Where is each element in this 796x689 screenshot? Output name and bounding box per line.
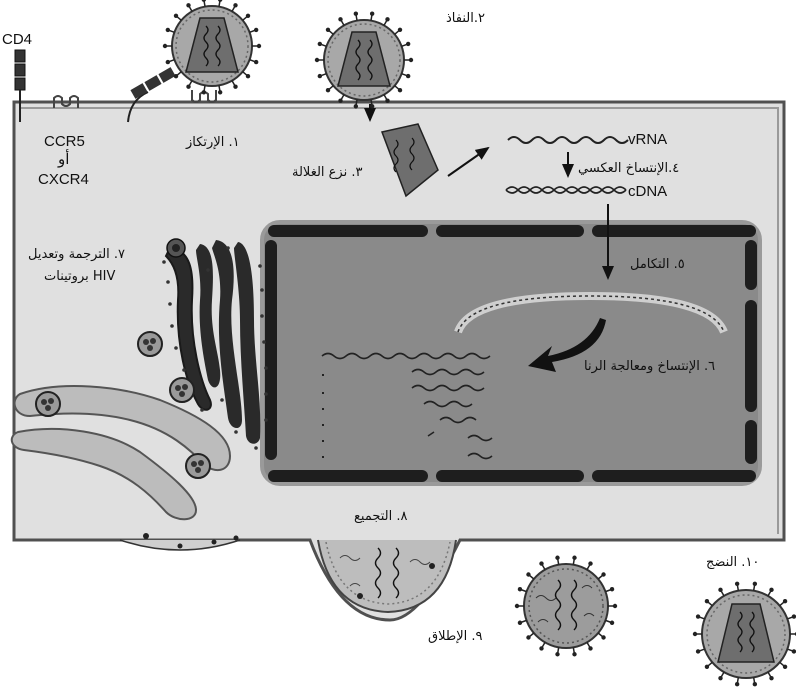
label-step7-line1: ٧. الترجمة وتعديل — [28, 247, 125, 262]
label-step7-line2: بروتينات HIV — [44, 269, 115, 284]
cd4-receptor — [14, 49, 26, 122]
label-step4: ٤.الإنتساخ العكسي — [578, 161, 679, 176]
nuclear-envelope — [265, 225, 757, 482]
label-step2: ٢.النفاذ — [446, 11, 485, 26]
virion-spikes — [314, 11, 414, 109]
label-vrna: vRNA — [628, 131, 667, 148]
label-step10: ١٠. النضج — [706, 555, 759, 570]
vesicle — [185, 453, 211, 479]
label-step6: ٦. الإنتساخ ومعالجة الرنا — [584, 359, 715, 374]
label-or: أو — [57, 149, 69, 168]
mature-virion — [701, 589, 791, 679]
label-cxcr4: CXCR4 — [38, 171, 89, 188]
immature-virion — [523, 563, 609, 649]
transcription-arrow — [528, 318, 606, 372]
vesicle — [169, 377, 195, 403]
nucleus — [260, 220, 762, 486]
vesicle — [137, 331, 163, 357]
vesicle — [35, 391, 61, 417]
label-cdna: cDNA — [628, 183, 667, 200]
ccr5-coreceptor — [53, 95, 79, 108]
label-step3: ٣. نزع الغلالة — [292, 165, 362, 180]
budding-virion — [317, 539, 457, 614]
endoplasmic-reticulum — [162, 238, 268, 450]
label-step9: ٩. الإطلاق — [428, 629, 482, 644]
virion-spikes — [692, 581, 796, 687]
label-step5: ٥. التكامل — [630, 257, 685, 272]
label-ccr5: CCR5 — [44, 133, 85, 150]
cdna-helix — [505, 186, 627, 194]
vrna-strand — [507, 136, 629, 144]
label-cd4: CD4 — [2, 31, 32, 48]
label-step1: ١. الإرتكاز — [185, 135, 240, 150]
virion-spikes — [514, 555, 618, 657]
label-step8: ٨. التجميع — [354, 509, 408, 524]
virion-spikes — [162, 0, 262, 95]
capsid-uncoating — [380, 123, 490, 198]
